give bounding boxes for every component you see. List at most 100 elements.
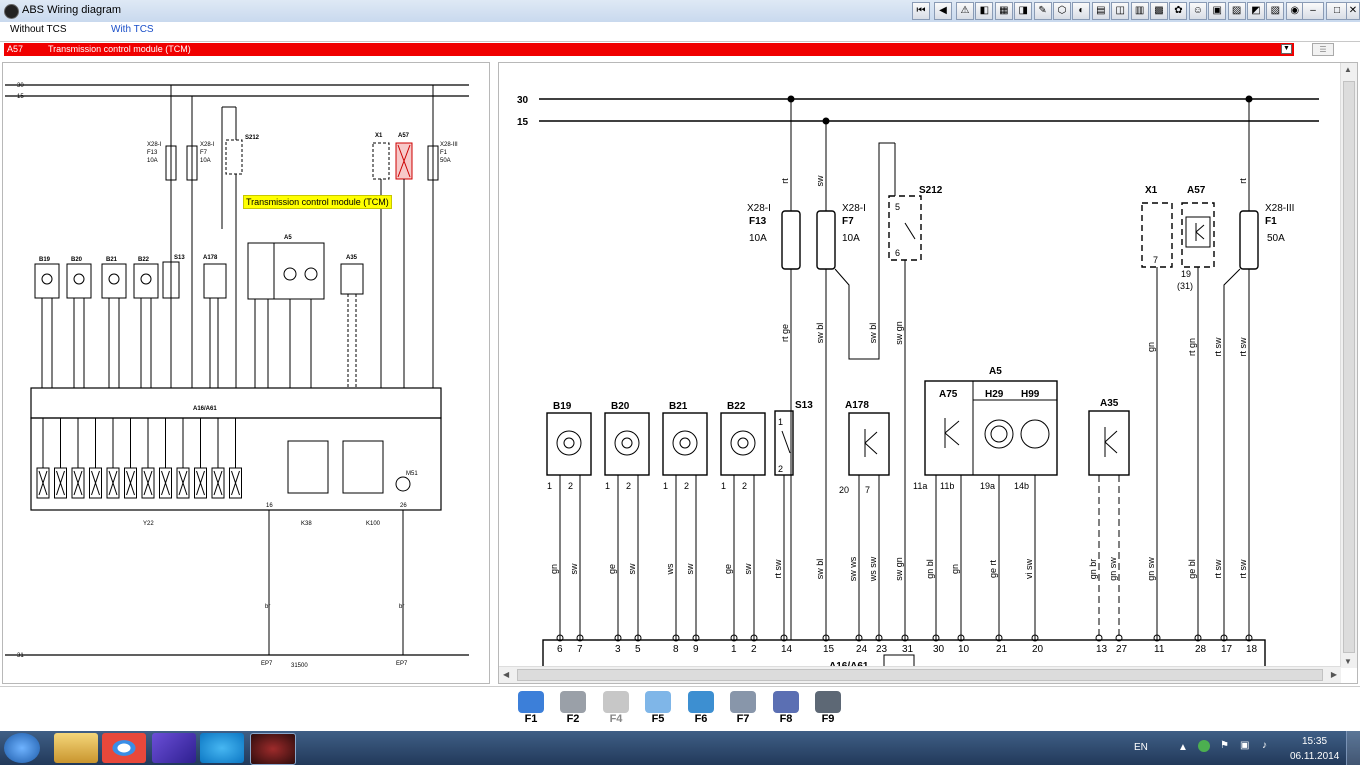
ov-a178-label: A178 xyxy=(203,255,218,261)
zoom-h99-label: H99 xyxy=(1021,389,1040,400)
tray-volume-icon[interactable]: ♪ xyxy=(1262,740,1267,751)
tab-without-tcs[interactable]: Without TCS xyxy=(10,24,67,35)
scroll-left-icon[interactable]: ◀ xyxy=(503,670,510,679)
ov-valve xyxy=(194,467,207,499)
previous-icon[interactable]: ◀ xyxy=(934,2,952,20)
tray-expand-icon[interactable]: ▲ xyxy=(1178,742,1188,753)
zoom-a57-label: A57 xyxy=(1187,185,1206,196)
tab-with-tcs[interactable]: With TCS xyxy=(111,24,154,35)
horizontal-scrollbar[interactable]: ◀ ▶ xyxy=(499,666,1341,683)
minimize-icon[interactable]: – xyxy=(1302,2,1324,20)
overview-diagram-panel[interactable]: 30 15 X28-I F13 10A X28-I F7 10A X28-III… xyxy=(2,62,490,684)
ov-sensor-b19[interactable] xyxy=(34,263,60,299)
scroll-right-icon[interactable]: ▶ xyxy=(1330,670,1337,679)
ov-ep7-right: EP7 xyxy=(396,661,408,667)
zoom-a57-pin: 19 xyxy=(1181,269,1191,279)
function-key-f8[interactable]: F8 xyxy=(765,688,807,730)
zoom-wire-label: gn sw xyxy=(1146,557,1156,581)
zoom-rail-15: 15 xyxy=(517,117,529,128)
vertical-scroll-thumb[interactable] xyxy=(1343,81,1355,653)
pattern-icon[interactable]: ▧ xyxy=(1266,2,1285,20)
taskbar-skype-icon[interactable] xyxy=(200,733,244,763)
panel-icon[interactable]: ◨ xyxy=(1014,2,1033,20)
module-pin-marker xyxy=(957,634,965,642)
maximize-icon[interactable]: □ xyxy=(1326,2,1348,20)
function-key-f9[interactable]: F9 xyxy=(807,688,849,730)
module-pin-number: 2 xyxy=(751,644,757,655)
zoom-sensor-b21[interactable] xyxy=(662,412,708,476)
ov-sensor-b22[interactable] xyxy=(133,263,159,299)
ov-sensor-b20[interactable] xyxy=(66,263,92,299)
ov-k38-label: K38 xyxy=(301,521,312,527)
component-selector[interactable]: A57 Transmission control module (TCM) ▼ xyxy=(4,43,1294,56)
module-icon[interactable]: ⬡ xyxy=(1053,2,1071,20)
start-button[interactable] xyxy=(4,733,40,763)
flower-icon[interactable]: ✿ xyxy=(1169,2,1188,20)
zoom-s13-pin2: 2 xyxy=(778,464,783,474)
clock-time[interactable]: 15:35 xyxy=(1302,736,1328,747)
ov-m51-label: M51 xyxy=(406,471,418,477)
module-pin-number: 21 xyxy=(996,644,1008,655)
function-key-f7[interactable]: F7 xyxy=(722,688,764,730)
zoom-wire-label: ws xyxy=(665,563,675,575)
vertical-scrollbar[interactable]: ▲ ▼ xyxy=(1340,63,1357,668)
module-pin-number: 6 xyxy=(557,644,563,655)
zoom-sensor-b22[interactable] xyxy=(720,412,766,476)
window-icon[interactable]: ◧ xyxy=(975,2,994,20)
edit-icon[interactable]: ✎ xyxy=(1033,2,1052,20)
zoom-sensor-b20[interactable] xyxy=(604,412,650,476)
tray-network-icon[interactable]: ▣ xyxy=(1240,740,1250,751)
function-key-f2[interactable]: F2 xyxy=(552,688,594,730)
taskbar-app-icon[interactable] xyxy=(152,733,196,763)
module-pin-number: 27 xyxy=(1116,644,1128,655)
horizontal-scroll-thumb[interactable] xyxy=(517,669,1323,681)
scroll-up-icon[interactable]: ▲ xyxy=(1344,65,1352,74)
taskbar-diagnostic-app-icon[interactable] xyxy=(250,733,296,765)
split-icon[interactable]: ◩ xyxy=(1247,2,1265,20)
ov-31500-label: 31500 xyxy=(291,663,308,669)
list-view-icon[interactable]: ☰ xyxy=(1312,43,1334,56)
scroll-down-icon[interactable]: ▼ xyxy=(1344,657,1352,666)
zoom-wire-label: gn xyxy=(1146,342,1156,352)
dropdown-arrow-icon[interactable]: ▼ xyxy=(1281,44,1292,54)
list-icon[interactable]: ▤ xyxy=(1091,2,1110,20)
layout-icon[interactable]: ◫ xyxy=(1111,2,1130,20)
tray-flag-icon[interactable]: ⚑ xyxy=(1220,740,1229,751)
function-key-label: F4 xyxy=(609,713,623,725)
zoom-wire-label: vi sw xyxy=(1024,559,1034,580)
gauge-icon[interactable]: ◐ xyxy=(1072,2,1091,20)
ov-y22-label: Y22 xyxy=(143,521,154,527)
taskbar-chrome-icon[interactable] xyxy=(102,733,146,763)
function-key-f6[interactable]: F6 xyxy=(680,688,722,730)
smile-icon[interactable]: ☺ xyxy=(1188,2,1207,20)
language-indicator[interactable]: EN xyxy=(1134,742,1148,753)
function-key-f1[interactable]: F1 xyxy=(510,688,552,730)
zoom-fuse-f1-conn: X28-III xyxy=(1265,203,1294,214)
close-icon[interactable]: ✕ xyxy=(1346,2,1360,20)
warning-icon[interactable]: ⚠ xyxy=(956,2,974,20)
box-icon[interactable]: ▣ xyxy=(1208,2,1227,20)
zoom-diagram-panel[interactable]: 30 15 X28-I F13 10A X28-I F7 10A S212 5 … xyxy=(498,62,1358,684)
ov-fuse-f1-amp: 50A xyxy=(440,158,451,164)
function-key-f4[interactable]: F4 xyxy=(595,688,637,730)
zoom-sensor-label: B22 xyxy=(727,401,746,412)
function-key-f5[interactable]: F5 xyxy=(637,688,679,730)
first-page-icon[interactable]: ⏮ xyxy=(912,2,930,20)
show-desktop-button[interactable] xyxy=(1346,731,1360,765)
chart-icon[interactable]: ▦ xyxy=(994,2,1013,20)
taskbar-explorer-icon[interactable] xyxy=(54,733,98,763)
table-icon[interactable]: ▥ xyxy=(1130,2,1149,20)
zoom-sensor-b19[interactable] xyxy=(546,412,592,476)
ov-fuse-f13-amp: 10A xyxy=(147,158,158,164)
zoom-wire-label: rt ge xyxy=(780,324,790,342)
module-pin-number: 24 xyxy=(856,644,868,655)
hatch-icon[interactable]: ▨ xyxy=(1227,2,1246,20)
ov-valve xyxy=(106,467,120,499)
clock-date[interactable]: 06.11.2014 xyxy=(1290,751,1340,762)
function-key-bar xyxy=(0,686,1360,731)
grid-icon[interactable]: ▩ xyxy=(1150,2,1168,20)
ov-sensor-b21[interactable] xyxy=(101,263,127,299)
zoom-wire-label: gn br xyxy=(1088,559,1098,580)
module-pin-marker xyxy=(672,634,680,642)
tray-app-icon[interactable] xyxy=(1198,740,1210,752)
